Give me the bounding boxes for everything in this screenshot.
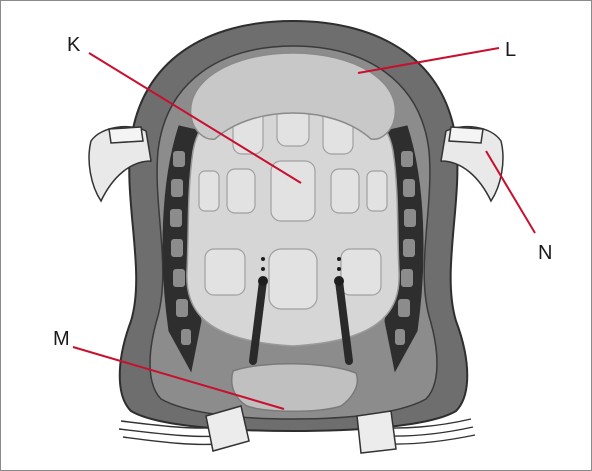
chin-strap-buckle-right — [357, 411, 396, 453]
callout-k: K — [67, 34, 81, 56]
rear-pad — [232, 364, 358, 412]
callout-m: M — [53, 328, 70, 350]
callout-n: N — [538, 242, 552, 264]
callout-l: L — [505, 39, 516, 61]
